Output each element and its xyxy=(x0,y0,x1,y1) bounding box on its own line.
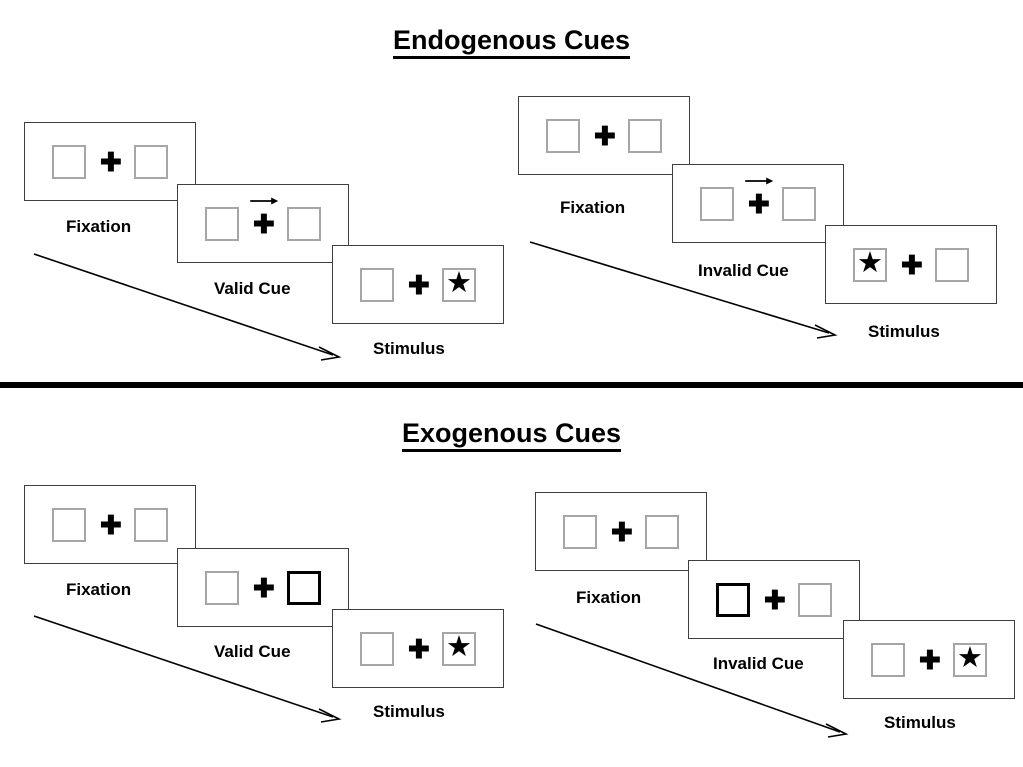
star-icon: ★ xyxy=(857,247,883,279)
box-left-with-star: ★ xyxy=(853,247,887,282)
stage-label-endogenous-valid-fixation: Fixation xyxy=(66,217,132,236)
frame-exogenous-invalid-stimulus: ✚ ★ xyxy=(843,620,1015,699)
stage-label-exogenous-invalid-stimulus: Stimulus xyxy=(884,713,956,732)
frame-exogenous-valid-cue: ✚ xyxy=(177,548,349,627)
fixation-plus-icon: ✚ xyxy=(594,120,616,151)
fixation-plus-icon: ✚ xyxy=(253,572,275,603)
box-right xyxy=(935,247,969,282)
fixation-plus-icon: ✚ xyxy=(250,197,279,237)
box-right xyxy=(798,582,832,617)
section-title-exogenous: Exogenous Cues xyxy=(0,418,1023,452)
fixation-plus-icon: ✚ xyxy=(611,516,633,547)
fixation-plus-icon: ✚ xyxy=(764,584,786,615)
stage-label-exogenous-valid-cue: Valid Cue xyxy=(214,642,291,661)
frame-exogenous-invalid-fixation: ✚ xyxy=(535,492,707,571)
fixation-plus-icon: ✚ xyxy=(408,633,430,664)
stage-label-exogenous-invalid-fixation: Fixation xyxy=(576,588,642,607)
frame-exogenous-invalid-cue: ✚ xyxy=(688,560,860,639)
star-icon: ★ xyxy=(446,631,472,663)
section-title-exogenous-text: Exogenous Cues xyxy=(401,418,622,452)
fixation-plus-icon: ✚ xyxy=(408,269,430,300)
stage-label-exogenous-invalid-cue: Invalid Cue xyxy=(713,654,804,673)
box-right-with-star: ★ xyxy=(442,267,476,302)
stage-label-endogenous-invalid-fixation: Fixation xyxy=(560,198,626,217)
box-left xyxy=(52,144,86,179)
box-left xyxy=(52,507,86,542)
cue-arrow-right-icon xyxy=(250,197,279,204)
frame-endogenous-valid-stimulus: ✚ ★ xyxy=(332,245,504,324)
section-title-endogenous-text: Endogenous Cues xyxy=(392,25,630,59)
frame-endogenous-invalid-cue: ✚ xyxy=(672,164,844,243)
fixation-plus-icon: ✚ xyxy=(919,644,941,675)
stage-label-endogenous-invalid-cue: Invalid Cue xyxy=(698,261,789,280)
box-right xyxy=(628,118,662,153)
box-right xyxy=(134,507,168,542)
stage-label-endogenous-invalid-stimulus: Stimulus xyxy=(868,322,940,341)
cue-arrow-right-icon xyxy=(745,177,774,184)
fixation-plus-icon: ✚ xyxy=(745,177,774,217)
stage-label-endogenous-valid-stimulus: Stimulus xyxy=(373,339,445,358)
time-progression-arrow-exogenous-valid xyxy=(33,615,342,723)
box-left xyxy=(360,267,394,302)
fixation-plus-icon: ✚ xyxy=(901,249,923,280)
time-progression-arrow-endogenous-valid xyxy=(33,253,342,361)
box-left-cued xyxy=(716,582,750,617)
box-right xyxy=(134,144,168,179)
stage-label-endogenous-valid-cue: Valid Cue xyxy=(214,279,291,298)
star-icon: ★ xyxy=(446,267,472,299)
time-progression-arrow-endogenous-invalid xyxy=(529,241,838,339)
section-divider xyxy=(0,382,1023,388)
frame-endogenous-invalid-fixation: ✚ xyxy=(518,96,690,175)
stage-label-exogenous-valid-stimulus: Stimulus xyxy=(373,702,445,721)
box-left xyxy=(360,631,394,666)
box-right xyxy=(287,206,321,241)
box-left xyxy=(205,570,239,605)
box-left xyxy=(546,118,580,153)
box-left xyxy=(563,514,597,549)
box-left xyxy=(700,186,734,221)
fixation-plus-icon: ✚ xyxy=(100,146,122,177)
box-right-with-star: ★ xyxy=(442,631,476,666)
box-right xyxy=(782,186,816,221)
box-right-with-star: ★ xyxy=(953,642,987,677)
frame-exogenous-valid-fixation: ✚ xyxy=(24,485,196,564)
stage-label-exogenous-valid-fixation: Fixation xyxy=(66,580,132,599)
box-right-cued xyxy=(287,570,321,605)
section-title-endogenous: Endogenous Cues xyxy=(0,25,1023,59)
frame-endogenous-valid-cue: ✚ xyxy=(177,184,349,263)
box-left xyxy=(205,206,239,241)
frame-endogenous-valid-fixation: ✚ xyxy=(24,122,196,201)
box-right xyxy=(645,514,679,549)
star-icon: ★ xyxy=(957,642,983,674)
box-left xyxy=(871,642,905,677)
fixation-plus-icon: ✚ xyxy=(100,509,122,540)
frame-exogenous-valid-stimulus: ✚ ★ xyxy=(332,609,504,688)
frame-endogenous-invalid-stimulus: ★ ✚ xyxy=(825,225,997,304)
